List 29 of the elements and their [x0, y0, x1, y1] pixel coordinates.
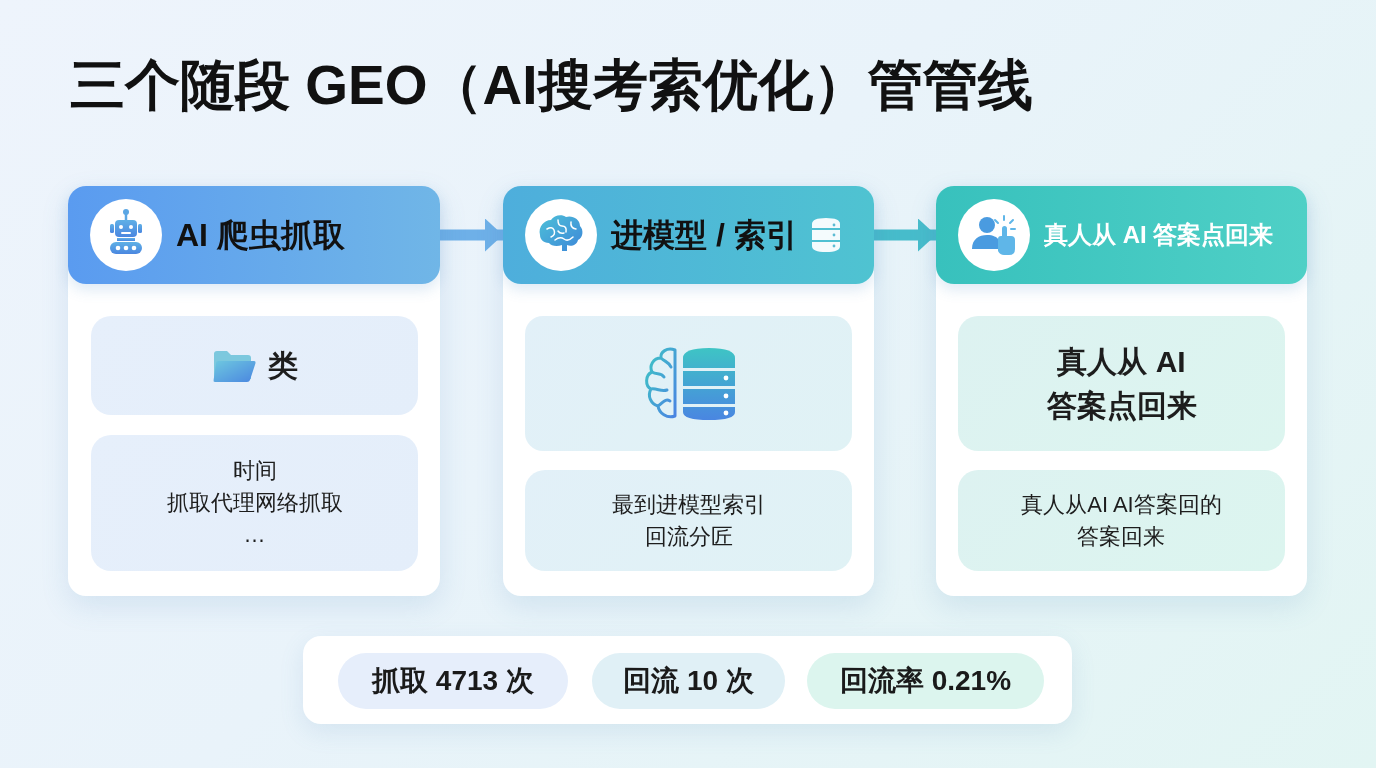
panel-text: 抓取代理网络抓取 — [166, 489, 343, 518]
stage-card — [503, 186, 874, 596]
stage-header — [503, 186, 874, 284]
stage-title: 真人从 AI 答案点回来 — [1044, 220, 1274, 250]
stage-header — [936, 186, 1307, 284]
panel-text: 最到进模型索引回流分匠 — [610, 490, 767, 551]
stage-card — [936, 186, 1307, 596]
stage-title: 进模型 / 索引 — [611, 215, 798, 255]
stats-panel — [303, 636, 1072, 724]
panel-text: 真人从AI AI答案回的答案回来 — [1020, 490, 1223, 551]
illustration-panel — [525, 316, 852, 451]
stat-badge: 回流 10 次 — [592, 653, 785, 709]
stat-badge: 回流率 0.21% — [807, 653, 1044, 709]
content-panel — [91, 435, 418, 571]
stage-header — [68, 186, 440, 284]
content-panel — [958, 316, 1285, 451]
panel-text: 时间 — [232, 457, 277, 486]
stage-card — [68, 186, 440, 596]
content-panel — [525, 470, 852, 571]
panel-heading: 真人从 AI 答案点回来 — [1045, 344, 1198, 424]
page-title: 三个随段 GEO（AI搜考索优化）管管线 — [70, 53, 1033, 118]
panel-text: … — [243, 520, 266, 549]
panel-heading: 类 — [267, 347, 298, 384]
content-panel — [91, 316, 418, 415]
arrow — [874, 218, 936, 252]
stat-badge: 抓取 4713 次 — [338, 653, 568, 709]
content-panel — [958, 470, 1285, 571]
stage-title: AI 爬虫抓取 — [176, 215, 345, 255]
arrow — [440, 218, 503, 252]
